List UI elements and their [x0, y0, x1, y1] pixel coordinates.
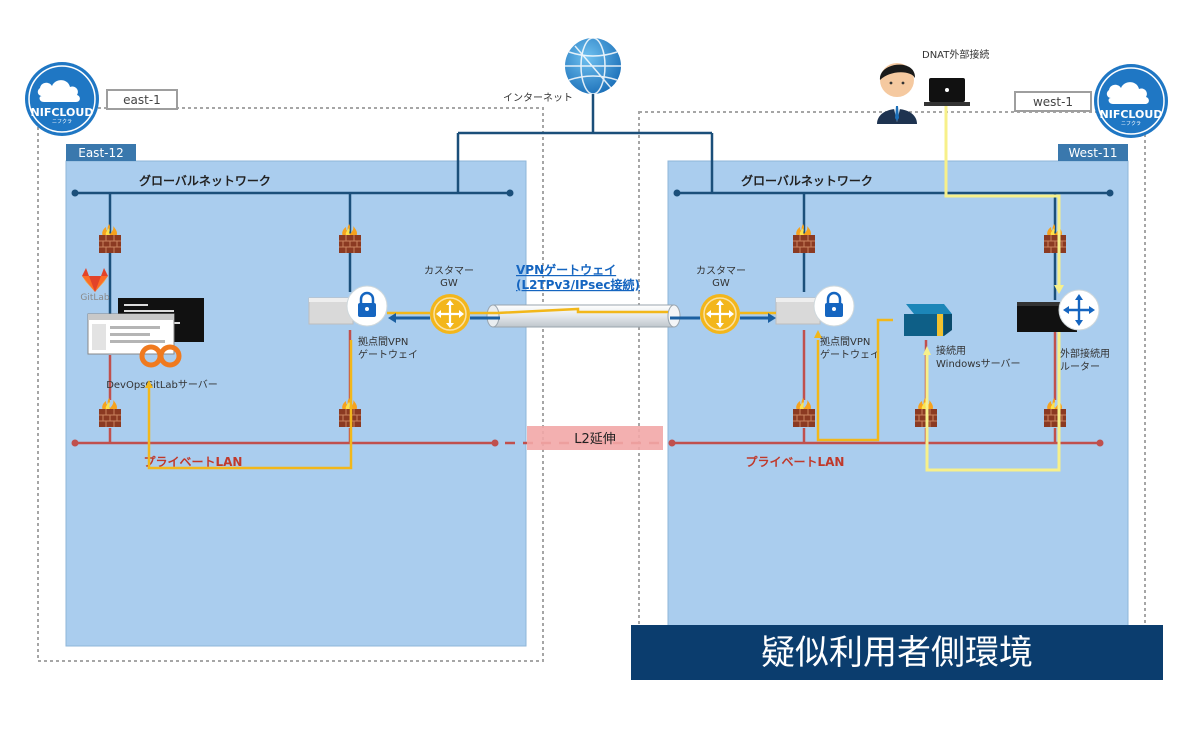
east-customer-gw-icon [428, 292, 472, 336]
gitlab-server-icon [87, 298, 204, 368]
router-label: 外部接続用 [1060, 347, 1110, 360]
west-customer-gw-label: カスタマー [696, 265, 746, 277]
west-zone-label: West-11 [1068, 146, 1117, 160]
external-router-icon [1017, 289, 1100, 332]
windows-server-label-2: Windowsサーバー [936, 358, 1021, 370]
l2-extension-box [527, 426, 663, 450]
nifcloud-logo-east: NIFCLOUD ニフクラ [24, 61, 100, 137]
east-vpn-gateway-label-2: ゲートウェイ [358, 349, 418, 361]
svg-text:ニフクラ: ニフクラ [1121, 121, 1141, 127]
east-global-network-label: グローバルネットワーク [139, 173, 271, 188]
west-vpn-gateway-label: 拠点間VPN [820, 335, 870, 348]
west-vpn-gateway-label-2: ゲートウェイ [820, 349, 880, 361]
svg-text:NIFCLOUD: NIFCLOUD [31, 106, 94, 119]
vpn-gateway-subtitle: (L2TPv3/IPsec接続) [516, 277, 640, 292]
gitlab-logo-icon [82, 268, 108, 292]
svg-text:ニフクラ: ニフクラ [52, 119, 72, 125]
east-zone [65, 160, 527, 647]
west-global-network-label: グローバルネットワーク [741, 173, 873, 188]
laptop-icon [924, 78, 970, 106]
simulated-user-environment-banner [631, 625, 1163, 680]
vpn-tunnel [486, 304, 681, 328]
nifcloud-logo-west: NIFCLOUD ニフクラ [1093, 63, 1169, 139]
east-region-label: east-1 [123, 93, 161, 107]
windows-server-icon [904, 304, 952, 336]
east-region-box [37, 107, 544, 662]
gitlab-server-label: DevOpsGitLabサーバー [106, 379, 218, 391]
windows-server-label: 接続用 [936, 344, 966, 357]
east-vpn-gateway-label: 拠点間VPN [358, 335, 408, 348]
east-customer-gw-label: カスタマー [424, 265, 474, 277]
east-customer-gw-label-2: GW [440, 278, 458, 289]
router-label-2: ルーター [1060, 361, 1100, 373]
svg-text:NIFCLOUD: NIFCLOUD [1100, 108, 1163, 121]
banner-text: 疑似利用者側環境 [761, 633, 1033, 673]
dnat-label: DNAT外部接続 [922, 48, 989, 61]
internet-globe-icon [565, 37, 621, 95]
internet-label: インターネット [503, 92, 573, 104]
user-person-icon [877, 63, 917, 124]
l2-extension-label: L2延伸 [574, 432, 616, 447]
west-customer-gw-icon [698, 292, 742, 336]
east-zone-label: East-12 [78, 146, 124, 160]
west-region-label: west-1 [1033, 95, 1073, 109]
gitlab-label: GitLab [80, 293, 110, 303]
west-private-lan-label: プライベートLAN [746, 454, 845, 469]
west-customer-gw-label-2: GW [712, 278, 730, 289]
east-private-lan-label: プライベートLAN [144, 454, 243, 469]
vpn-gateway-title: VPNゲートウェイ [516, 262, 616, 277]
